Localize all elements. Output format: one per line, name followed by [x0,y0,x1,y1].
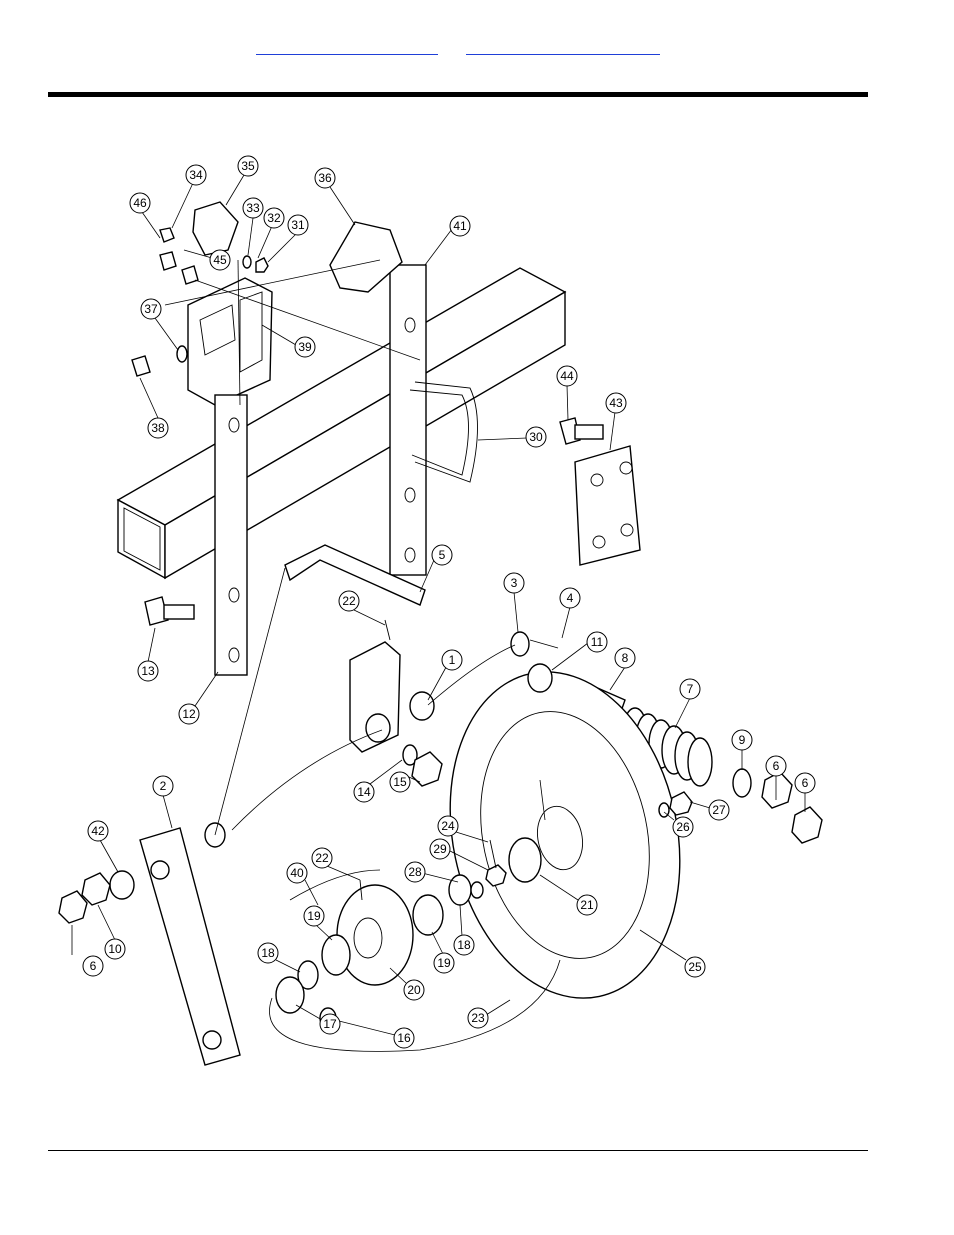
svg-text:16: 16 [397,1031,411,1045]
callout-37: 37 [141,299,178,350]
svg-text:31: 31 [291,218,305,232]
svg-text:33: 33 [246,201,260,215]
callout-43: 43 [606,393,626,450]
callout-30: 30 [478,427,546,447]
svg-text:37: 37 [144,302,158,316]
callout-2: 2 [153,776,173,828]
svg-text:45: 45 [213,253,227,267]
svg-text:1: 1 [449,653,456,667]
svg-text:27: 27 [712,803,726,817]
svg-text:30: 30 [529,430,543,444]
svg-text:22: 22 [315,851,329,865]
callout-11: 11 [552,632,607,670]
hub [337,885,413,985]
svg-text:4: 4 [567,591,574,605]
callout-44: 44 [557,366,577,420]
svg-text:7: 7 [687,682,694,696]
svg-text:19: 19 [437,956,451,970]
svg-text:35: 35 [241,159,255,173]
callout-7: 7 [675,679,700,728]
square-tube-frame [118,268,565,578]
svg-text:6: 6 [90,959,97,973]
callout-6a: 6 [72,925,103,976]
svg-text:26: 26 [676,820,690,834]
back-plate [575,446,640,565]
svg-text:15: 15 [393,775,407,789]
svg-text:8: 8 [622,651,629,665]
svg-text:2: 2 [160,779,167,793]
callout-38: 38 [140,378,168,438]
svg-text:29: 29 [433,842,447,856]
svg-text:39: 39 [298,340,312,354]
svg-text:32: 32 [267,211,281,225]
callout-36: 36 [315,168,355,225]
svg-text:21: 21 [580,898,594,912]
svg-text:9: 9 [739,733,746,747]
svg-text:28: 28 [408,865,422,879]
scraper-arm [140,828,240,1065]
svg-text:18: 18 [457,938,471,952]
svg-text:36: 36 [318,171,332,185]
callout-28: 28 [405,862,458,882]
svg-text:11: 11 [591,635,604,649]
callout-32: 32 [258,208,284,258]
callout-19b: 19 [432,932,454,973]
svg-text:24: 24 [441,819,455,833]
svg-text:46: 46 [133,196,147,210]
bolt-44 [560,418,603,444]
svg-text:18: 18 [261,946,275,960]
callout-19a: 19 [304,906,332,940]
callout-22b: 22 [312,848,360,880]
callout-18a: 18 [258,943,300,972]
svg-text:41: 41 [453,219,467,233]
callout-46: 46 [130,193,160,238]
callout-41: 41 [425,216,470,265]
callout-22a: 22 [339,591,385,625]
svg-text:12: 12 [182,707,196,721]
svg-text:10: 10 [108,942,122,956]
callout-6c: 6 [795,773,815,812]
svg-text:13: 13 [141,664,155,678]
callout-18b: 18 [454,905,474,955]
callout-3: 3 [504,573,524,632]
svg-text:3: 3 [511,576,518,590]
svg-text:25: 25 [688,960,702,974]
callout-12: 12 [179,672,218,724]
pivot-block [350,642,434,752]
callout-16: 16 [335,1020,414,1048]
svg-text:22: 22 [342,594,356,608]
svg-text:43: 43 [609,396,623,410]
callout-27: 27 [690,800,729,820]
callout-33: 33 [243,198,263,255]
svg-text:38: 38 [151,421,165,435]
svg-text:20: 20 [407,983,421,997]
svg-text:14: 14 [357,785,371,799]
svg-text:34: 34 [189,168,203,182]
callout-4: 4 [560,588,580,638]
callout-8: 8 [610,648,635,690]
svg-text:5: 5 [439,548,446,562]
svg-text:6: 6 [802,776,809,790]
callout-42: 42 [88,821,118,872]
callout-10: 10 [98,905,125,959]
svg-text:17: 17 [323,1017,337,1031]
callout-9: 9 [732,730,752,770]
callout-1: 1 [428,650,462,700]
svg-text:6: 6 [773,759,780,773]
bolt-13 [145,597,194,625]
callout-13: 13 [138,628,158,681]
svg-text:42: 42 [91,824,105,838]
svg-text:19: 19 [307,909,321,923]
svg-text:23: 23 [471,1011,485,1025]
svg-text:44: 44 [560,369,574,383]
callout-17: 17 [296,1005,340,1034]
callout-20: 20 [390,968,424,1000]
svg-text:40: 40 [290,866,304,880]
